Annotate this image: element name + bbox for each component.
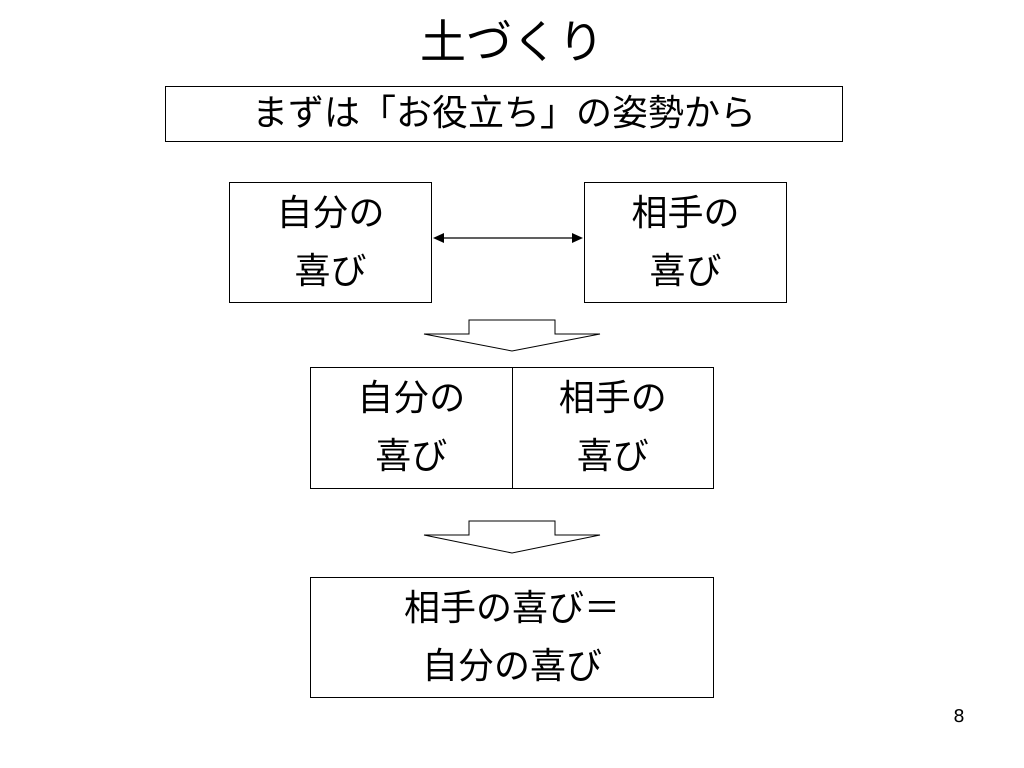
result-line1: 相手の喜び＝: [403, 587, 620, 629]
combined-self-joy-line2: 喜び: [375, 436, 448, 477]
subtitle-box: まずは「お役立ち」の姿勢から: [165, 86, 843, 142]
combined-other-joy-line2: 喜び: [576, 436, 649, 477]
combined-self-joy-cell: 自分の 喜び: [311, 368, 513, 488]
page-number: 8: [953, 706, 965, 727]
other-joy-line2: 喜び: [649, 250, 722, 292]
result-box: 相手の喜び＝ 自分の喜び: [310, 577, 714, 698]
self-joy-box: 自分の 喜び: [229, 182, 432, 303]
slide-title: 土づくり: [420, 15, 604, 69]
self-joy-line1: 自分の: [276, 192, 385, 234]
combined-self-joy-line1: 自分の: [357, 378, 466, 419]
combined-other-joy-cell: 相手の 喜び: [513, 368, 714, 488]
down-arrow-icon: [423, 319, 601, 352]
self-joy-line2: 喜び: [294, 250, 367, 292]
combined-other-joy-line1: 相手の: [558, 378, 667, 419]
other-joy-box: 相手の 喜び: [584, 182, 787, 303]
result-line2: 自分の喜び: [421, 645, 602, 687]
combined-joy-box: 自分の 喜び 相手の 喜び: [310, 367, 714, 489]
subtitle-text: まずは「お役立ち」の姿勢から: [251, 93, 756, 134]
other-joy-line1: 相手の: [631, 192, 740, 234]
double-arrow-icon: [433, 233, 583, 243]
down-arrow-icon: [423, 520, 601, 554]
